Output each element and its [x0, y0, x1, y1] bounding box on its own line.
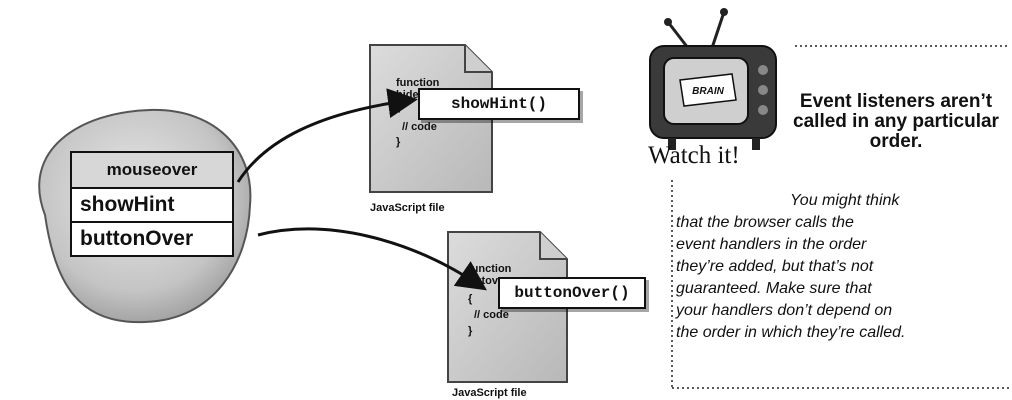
file-caption: JavaScript file	[370, 202, 445, 214]
watch-it-body-line: your handlers don’t depend on	[676, 302, 893, 319]
watch-it-body-line: they’re added, but that’s not	[676, 258, 874, 275]
handler-cell: buttonOver	[72, 221, 232, 255]
tv-icon: BRAIN	[649, 8, 777, 150]
watch-it-body-line: event handlers in the order	[676, 236, 867, 253]
watch-it-body-line: the order in which they’re called.	[676, 324, 906, 341]
file-1-snippet-line: // code	[402, 121, 437, 133]
function-label-buttonover: buttonOver()	[498, 277, 646, 309]
watch-it-body: You might think that the browser calls t…	[676, 190, 1012, 344]
watch-it-label: Watch it!	[648, 142, 740, 169]
handler-cell: showHint	[80, 193, 175, 216]
file-2-snippet-line: {	[468, 293, 473, 305]
file-1-snippet-line: function	[396, 77, 440, 89]
file-caption: JavaScript file	[452, 387, 527, 399]
watch-it-body-line: You might think	[790, 192, 900, 209]
file-2-snippet-line: }	[468, 325, 473, 337]
element-event-table: mouseover showHint buttonOver	[70, 151, 234, 257]
file-2-snippet-line: function	[468, 263, 512, 275]
file-1-snippet-line: }	[396, 136, 401, 148]
watch-it-body-line: guaranteed. Make sure that	[676, 280, 872, 297]
function-label-showhint: showHint()	[418, 88, 580, 120]
file-2-snippet-line: // code	[474, 309, 509, 321]
watch-it-title: Event listeners aren’t called in any par…	[793, 91, 999, 152]
arrow-to-showhint	[236, 88, 418, 183]
arrow-to-buttonover	[257, 227, 487, 291]
watch-it-body-line: that the browser calls the	[676, 214, 854, 231]
event-name-cell: mouseover	[72, 153, 232, 189]
tv-sign-text: BRAIN	[692, 86, 724, 97]
